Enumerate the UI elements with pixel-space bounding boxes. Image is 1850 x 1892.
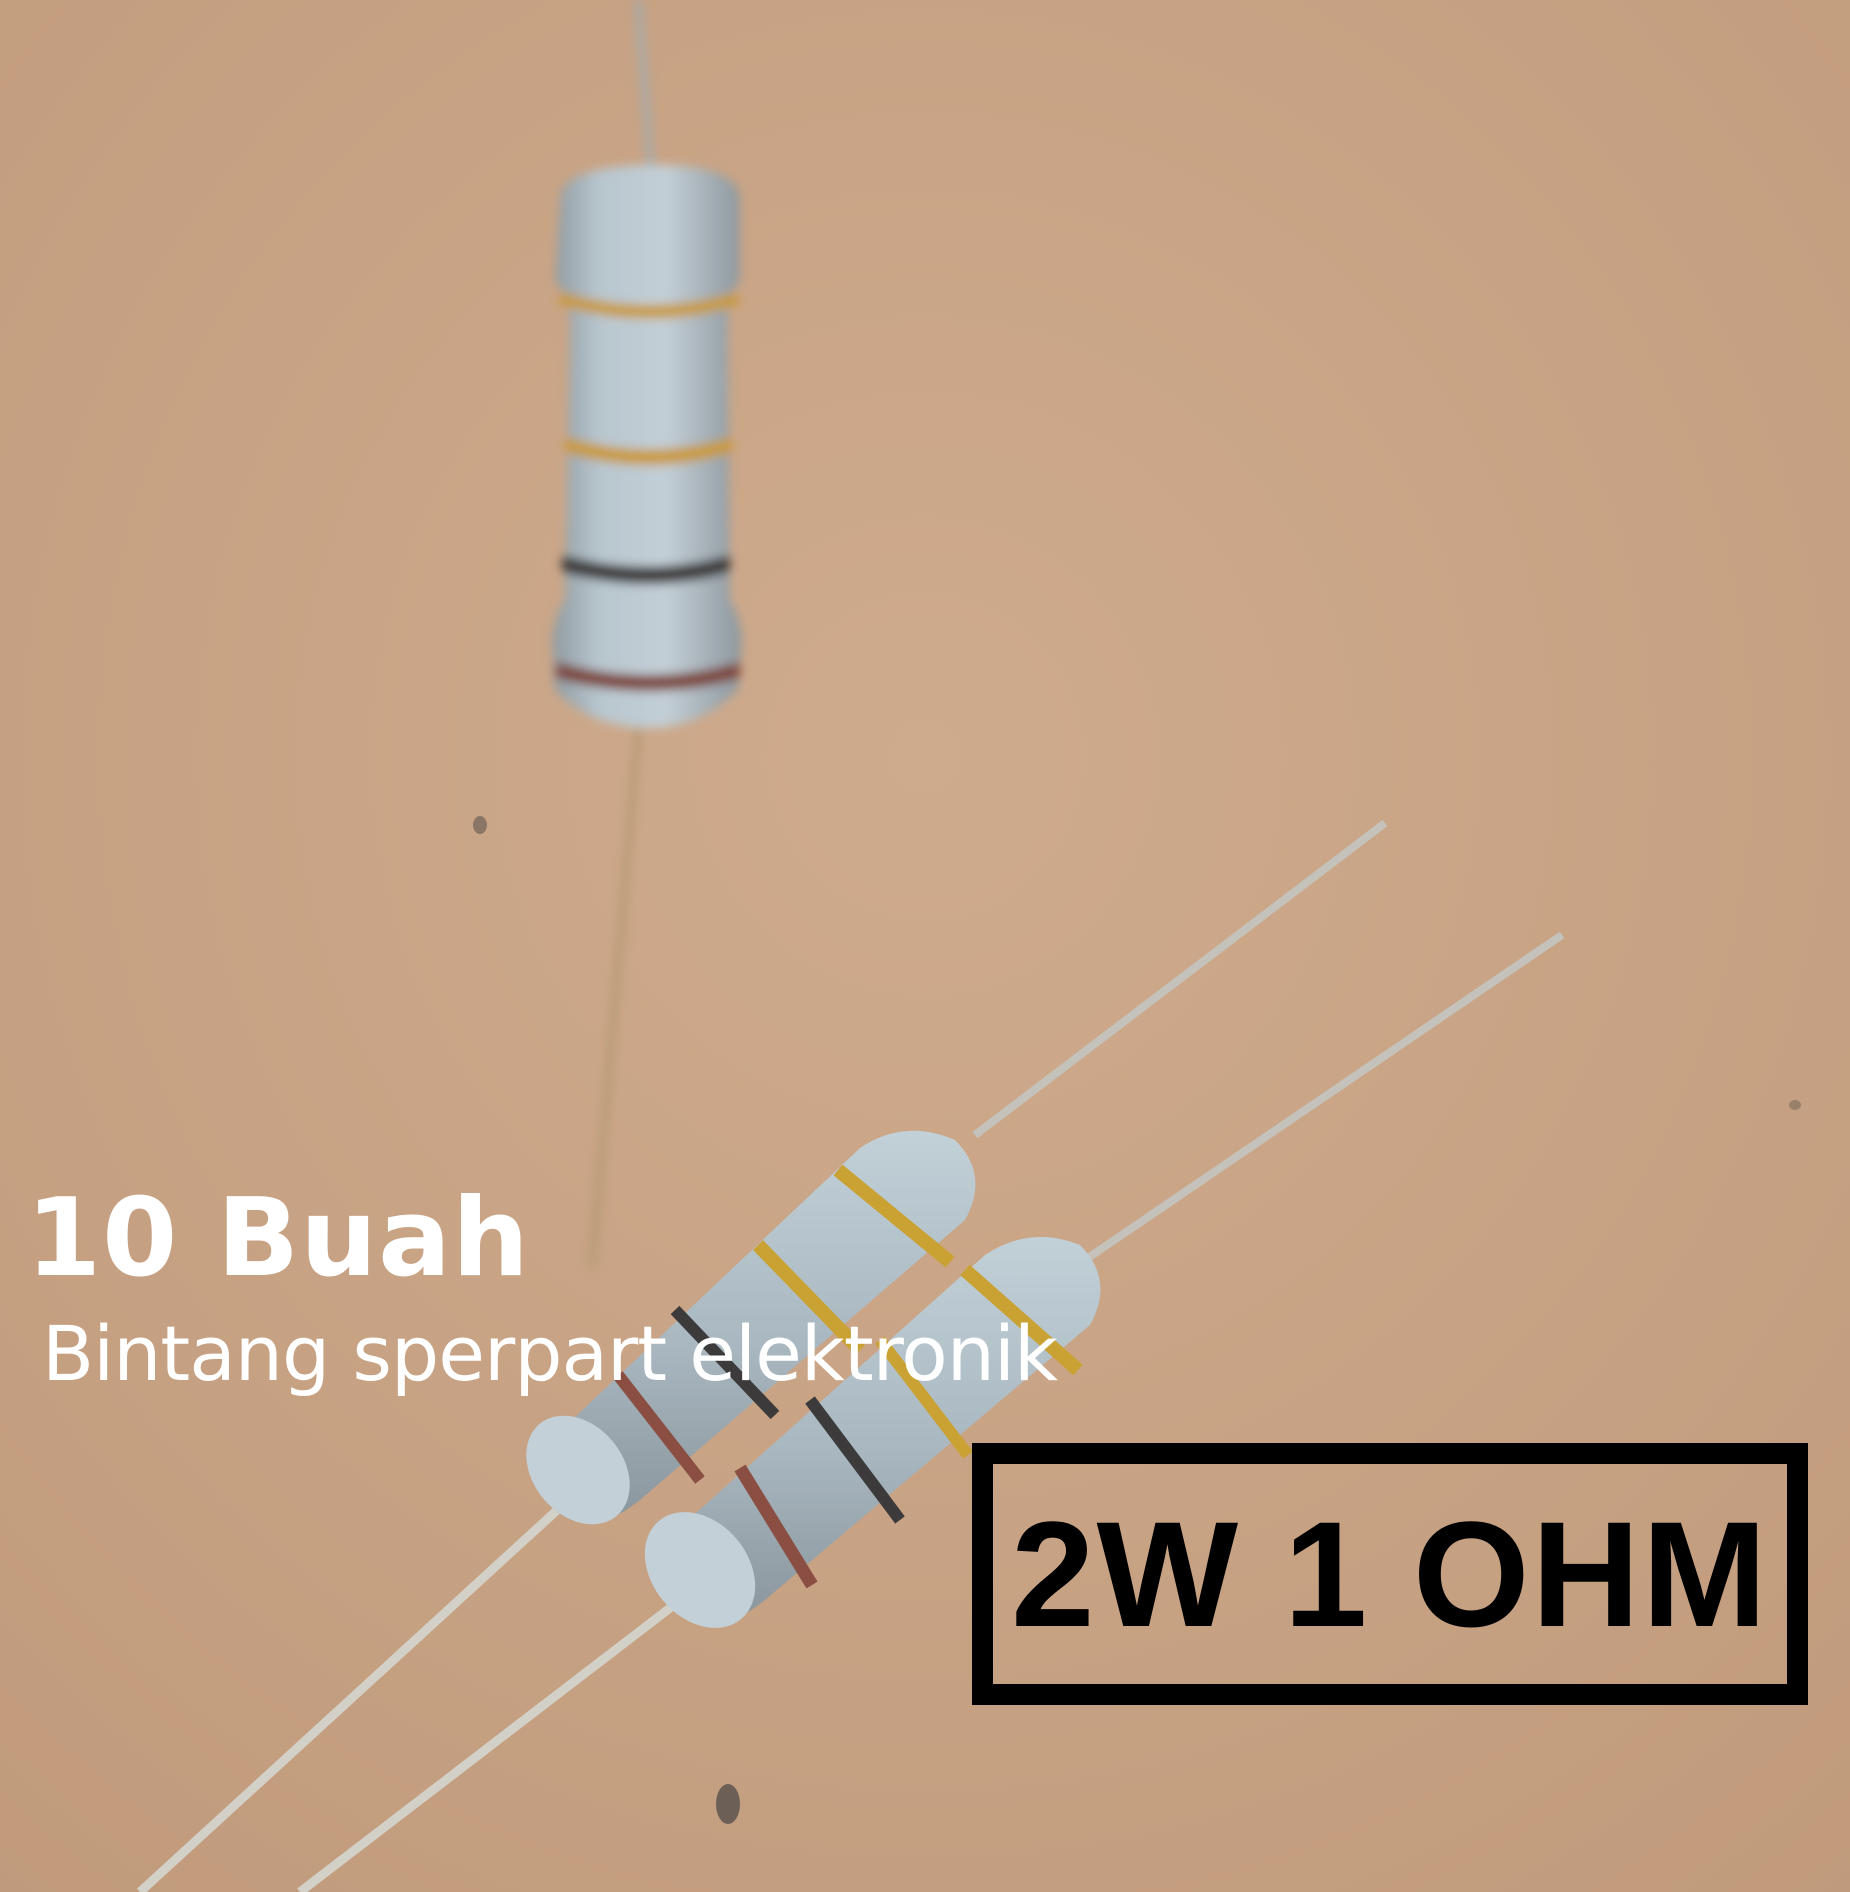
lying-resistor-front	[644, 1237, 1101, 1628]
spec-box: 2W 1 OHM	[972, 1443, 1808, 1705]
lying-resistor-back	[526, 1130, 976, 1525]
shop-name-label: Bintang sperpart elektronik	[42, 1309, 1058, 1398]
spec-label: 2W 1 OHM	[1011, 1490, 1769, 1658]
quantity-label: 10 Buah	[26, 1176, 530, 1301]
standing-resistor	[552, 0, 742, 1269]
